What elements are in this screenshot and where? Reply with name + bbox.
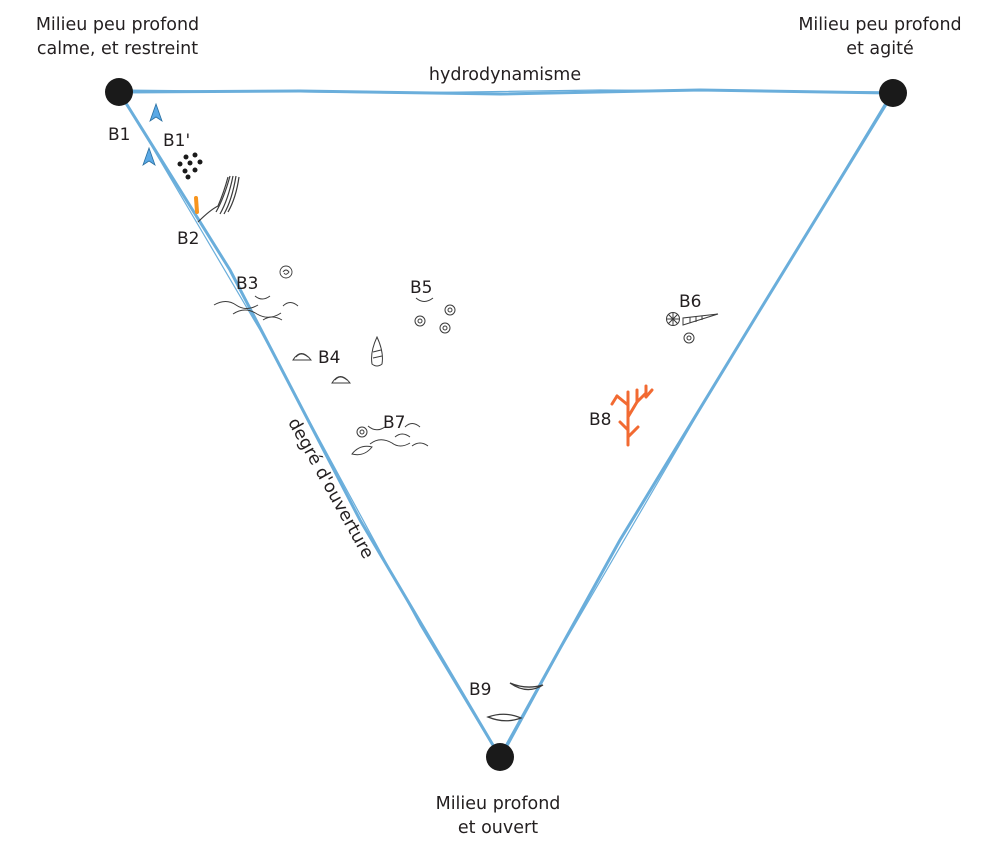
vertex-label-bottom: Milieu profond et ouvert	[383, 792, 613, 840]
b5-ooid-icon	[414, 304, 456, 334]
edge-left	[117, 90, 502, 759]
vertex-label-top-left-line2: calme, et restreint	[36, 39, 199, 59]
facies-label-b8: B8	[589, 410, 611, 430]
edge-right	[498, 91, 895, 759]
facies-label-b7: B7	[383, 413, 405, 433]
axis-label-hydrodynamisme: hydrodynamisme	[429, 65, 581, 85]
vertex-label-top-right: Milieu peu profond et agité	[770, 13, 990, 61]
vertex-label-top-right-line1: Milieu peu profond	[798, 15, 962, 35]
b6-echinoderm-icon	[666, 312, 680, 326]
b3-foraminifera-icon	[279, 265, 293, 279]
facies-label-b4: B4	[318, 348, 340, 368]
b7-shell-icon	[351, 445, 373, 456]
b2-laminae-icon	[197, 175, 240, 223]
b4-bivalve-icon	[292, 353, 352, 384]
facies-label-b2: B2	[177, 229, 199, 249]
vertex-label-top-left-line1: Milieu peu profond	[35, 15, 200, 35]
b7-wavy-lamination-icon	[367, 423, 429, 447]
vertex-label-bottom-line1: Milieu profond	[435, 794, 561, 814]
triangle-edges	[117, 88, 895, 759]
b2-grain-icon	[194, 196, 199, 214]
vertex-label-top-left: Milieu peu profond calme, et restreint	[0, 13, 235, 61]
b8-coral-icon	[610, 384, 654, 447]
b3-wavy-lamination-icon	[213, 295, 299, 321]
vertex-dot-bottom	[486, 743, 514, 771]
facies-label-b6: B6	[679, 292, 701, 312]
facies-label-b9: B9	[469, 680, 491, 700]
facies-label-b5: B5	[410, 278, 432, 298]
b1-arrow-icon-bottom	[142, 146, 156, 166]
vertex-label-bottom-line2: et ouvert	[457, 818, 539, 838]
b5-arc-icon	[415, 297, 434, 302]
facies-label-b1-prime: B1'	[163, 131, 190, 151]
vertex-label-top-right-line2: et agité	[846, 39, 914, 59]
edge-right-sketch	[502, 94, 891, 756]
edge-top-sketch	[120, 89, 891, 94]
b1-arrow-icon-top	[149, 102, 163, 122]
facies-label-b3: B3	[236, 274, 258, 294]
pellet-dots-icon	[177, 152, 203, 180]
b7-ooid-icon	[356, 426, 368, 438]
b9-filament-shell-icon	[486, 682, 544, 722]
vertex-dot-top-left	[105, 78, 133, 106]
b4-gastropod-icon	[371, 335, 383, 367]
facies-label-b1: B1	[108, 125, 130, 145]
b6-gastropod-icon	[682, 313, 719, 326]
edge-left-sketch	[120, 93, 499, 756]
b6-ooid-icon	[683, 332, 695, 344]
vertex-dot-top-right	[879, 79, 907, 107]
